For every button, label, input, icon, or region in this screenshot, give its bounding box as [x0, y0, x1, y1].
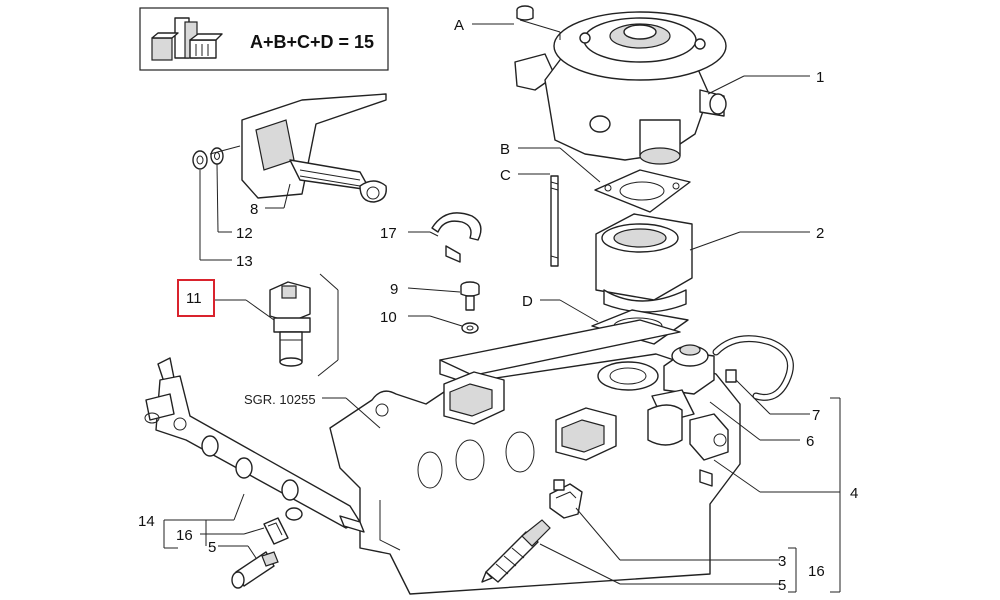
throttle-body-1: [514, 11, 727, 165]
callout-11: 11: [186, 290, 202, 307]
spacer-2: [595, 213, 693, 313]
pressure-regulator-6: [647, 344, 729, 487]
callout-a: A: [454, 17, 464, 34]
heat-shield-8: [241, 93, 387, 203]
fuel-injector-5: [481, 519, 551, 583]
callout-9: 9: [390, 281, 398, 298]
callout-12: 12: [236, 225, 253, 242]
callout-16-left: 16: [176, 527, 193, 544]
callout-2: 2: [816, 225, 824, 242]
gasket-b: [594, 169, 691, 213]
callout-3: 3: [778, 553, 786, 570]
kit-boxes-icon: [151, 17, 223, 61]
nut-a: [516, 5, 534, 21]
callout-8: 8: [250, 201, 258, 218]
temperature-sensor-11: [269, 281, 311, 367]
callout-6: 6: [806, 433, 814, 450]
callout-13: 13: [236, 253, 253, 270]
screw-9: [460, 281, 480, 311]
clip-16-lower-left: [263, 517, 289, 545]
washer-10: [461, 322, 479, 334]
intake-manifold: [329, 319, 741, 595]
callout-5-left: 5: [208, 539, 216, 556]
callout-11-highlight: 11: [177, 279, 215, 317]
kit-legend-box: A+B+C+D = 15: [139, 7, 389, 71]
callout-16-right: 16: [808, 563, 825, 580]
fuel-rail-14: [144, 357, 365, 533]
callout-14: 14: [138, 513, 155, 530]
callout-7: 7: [812, 407, 820, 424]
callout-labels: A B C D 1 2 7 6 4 3 5 16 8 12 13 17 9 10…: [138, 17, 858, 594]
callout-5-right: 5: [778, 577, 786, 594]
stud-c: [550, 175, 559, 267]
callout-c: C: [500, 167, 511, 184]
callout-d: D: [522, 293, 533, 310]
callout-17: 17: [380, 225, 397, 242]
fuel-injector-5-lower-left: [231, 551, 279, 589]
washer-12: [210, 147, 224, 165]
kit-equation: A+B+C+D = 15: [250, 32, 374, 52]
callout-4: 4: [850, 485, 858, 502]
fuel-hose-7: [712, 335, 794, 401]
leader-lines: [163, 23, 841, 593]
callout-10: 10: [380, 309, 397, 326]
clip-17: [431, 212, 482, 263]
callout-b: B: [500, 141, 510, 158]
injector-clip-3: [549, 479, 583, 519]
washer-13: [192, 150, 208, 170]
callout-1: 1: [816, 69, 824, 86]
sgr-reference: SGR. 10255: [244, 392, 316, 407]
